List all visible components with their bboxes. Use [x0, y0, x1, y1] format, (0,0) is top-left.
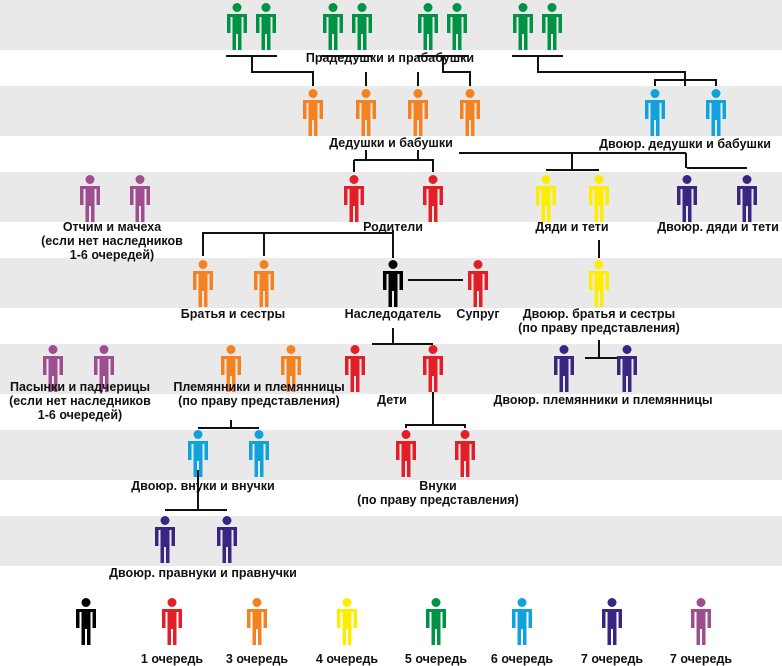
label-spouse: Супруг: [456, 307, 500, 321]
person-icon: [227, 3, 247, 50]
connector-line: [537, 56, 686, 86]
person-icon: [536, 175, 556, 222]
connector-line: [405, 392, 466, 428]
person-icon: [43, 345, 63, 392]
connector-line: [354, 150, 434, 172]
legend-label: 4 очередь: [315, 652, 379, 666]
person-icon: [418, 3, 438, 50]
label-siblings: Братья и сестры: [180, 307, 286, 321]
label-nephews: Племянники и племянницы (по праву предст…: [173, 380, 345, 408]
legend-icon: [337, 598, 357, 645]
label-cousin-great-grandchildren: Двоюр. правнуки и правнучки: [109, 566, 297, 580]
person-icon: [303, 89, 323, 136]
label-cousins: Двоюр. братья и сестры (по праву предста…: [518, 307, 680, 335]
person-icon: [513, 3, 533, 50]
person-icon: [344, 175, 364, 222]
legend-label: 7 очередь: [669, 652, 733, 666]
person-icon: [677, 175, 697, 222]
person-icon: [617, 345, 637, 392]
connector-line: [251, 56, 314, 86]
person-icon: [254, 260, 274, 307]
label-stepparents: Отчим и мачеха (если нет наследников 1-6…: [41, 220, 183, 262]
label-children: Дети: [377, 393, 407, 407]
connector-line: [372, 328, 433, 345]
person-icon: [589, 175, 609, 222]
connector-line: [165, 470, 227, 511]
label-great-grandparents: Прадедушки и прабабушки: [305, 51, 475, 65]
connector-line: [546, 153, 599, 171]
person-icon: [345, 345, 365, 392]
legend-icon: [76, 598, 96, 645]
person-icon: [447, 3, 467, 50]
label-grandchildren: Внуки (по праву представления): [357, 479, 519, 507]
person-icon: [542, 3, 562, 50]
label-grandparents: Дедушки и бабушки: [329, 136, 453, 150]
connector-line: [685, 153, 747, 169]
person-icon: [408, 89, 428, 136]
connector-line: [198, 420, 259, 429]
person-icon: [460, 89, 480, 136]
person-icon: [455, 430, 475, 477]
label-cousin-uncles-aunts: Двоюр. дяди и тети: [657, 220, 779, 234]
person-icon: [645, 89, 665, 136]
person-icon: [217, 516, 237, 563]
legend-label: 3 очередь: [225, 652, 289, 666]
legend-icon: [162, 598, 182, 645]
label-uncles-aunts: Дяди и тети: [535, 220, 609, 234]
person-icon: [352, 3, 372, 50]
label-cousin-nephews: Двоюр. племянники и племянницы: [493, 393, 713, 407]
legend-icon: [247, 598, 267, 645]
legend-icon: [426, 598, 446, 645]
legend-label: 5 очередь: [404, 652, 468, 666]
connector-lines: [165, 55, 747, 511]
person-icon: [193, 260, 213, 307]
connector-line: [442, 56, 471, 86]
label-testator: Наследодатель: [344, 307, 442, 321]
person-icon: [188, 430, 208, 477]
label-stepchildren: Пасынки и падчерицы (если нет наследнико…: [9, 380, 151, 422]
people-layer: [43, 3, 757, 645]
person-icon: [383, 260, 403, 307]
generation-band: [0, 430, 782, 480]
legend-label: 1 очередь: [140, 652, 204, 666]
person-icon: [589, 260, 609, 307]
person-icon: [554, 345, 574, 392]
person-icon: [423, 175, 443, 222]
connector-line: [202, 232, 393, 256]
person-icon: [221, 345, 241, 392]
person-icon: [423, 345, 443, 392]
generation-band: [0, 0, 782, 50]
label-cousin-grandchildren: Двоюр. внуки и внучки: [131, 479, 275, 493]
person-icon: [706, 89, 726, 136]
legend-icon: [602, 598, 622, 645]
label-parents: Родители: [363, 220, 423, 234]
person-icon: [468, 260, 488, 307]
person-icon: [249, 430, 269, 477]
person-icon: [94, 345, 114, 392]
person-icon: [396, 430, 416, 477]
connector-line: [654, 79, 717, 86]
person-icon: [155, 516, 175, 563]
legend-icon: [512, 598, 532, 645]
person-icon: [737, 175, 757, 222]
person-icon: [281, 345, 301, 392]
person-icon: [323, 3, 343, 50]
person-icon: [256, 3, 276, 50]
legend-icon: [691, 598, 711, 645]
generation-band: [0, 344, 782, 394]
connector-line: [585, 340, 620, 359]
legend-label: 7 очередь: [580, 652, 644, 666]
label-cousin-grandparents: Двоюр. дедушки и бабушки: [599, 137, 771, 151]
legend-label: 6 очередь: [490, 652, 554, 666]
generation-band: [0, 516, 782, 566]
person-icon: [80, 175, 100, 222]
person-icon: [356, 89, 376, 136]
person-icon: [130, 175, 150, 222]
